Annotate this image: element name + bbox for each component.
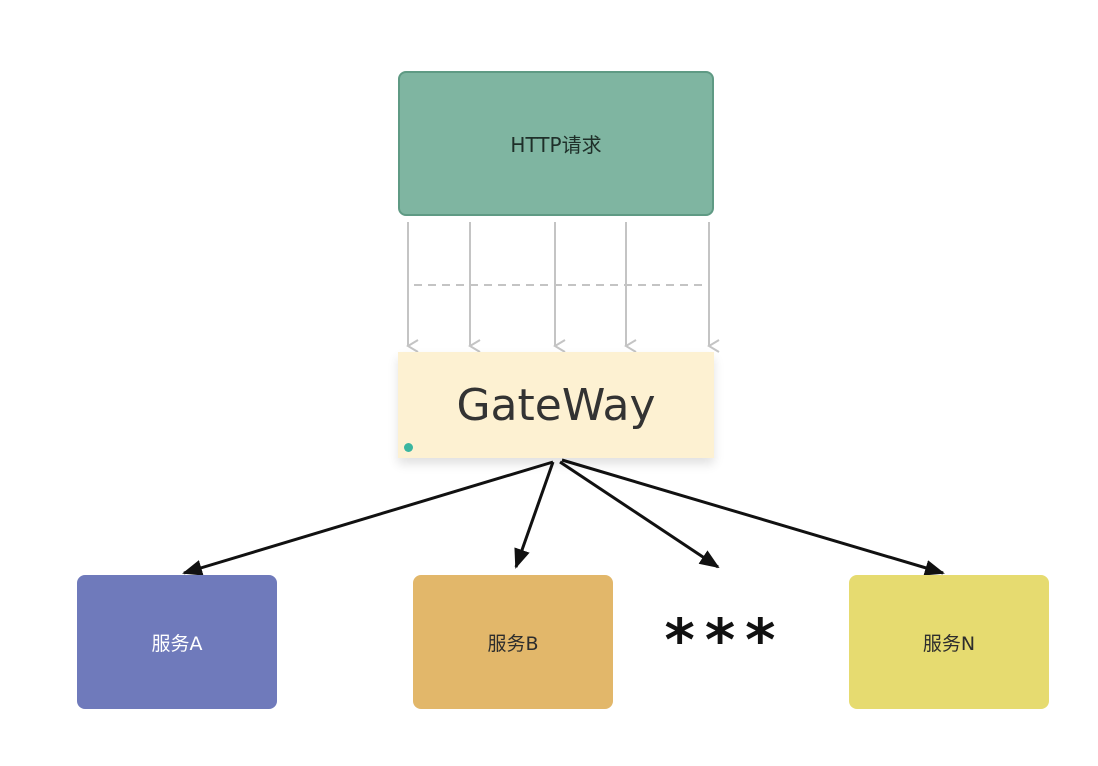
- route-arrow-ellipsis: [559, 460, 720, 569]
- service-a-node: 服务A: [77, 575, 277, 709]
- http-request-label: HTTP请求: [510, 133, 602, 157]
- route-arrow-n: [561, 458, 945, 576]
- service-b-node: 服务B: [413, 575, 613, 709]
- http-request-node: HTTP请求: [398, 71, 714, 216]
- service-b-label: 服务B: [487, 632, 539, 655]
- brand-logo-icon: [404, 443, 413, 452]
- gateway-node: GateWay: [398, 352, 714, 458]
- service-n-label: 服务N: [922, 632, 976, 655]
- service-a-label: 服务A: [151, 632, 203, 655]
- gateway-label: GateWay: [456, 379, 656, 431]
- route-arrow-b: [514, 461, 555, 569]
- watermark: [404, 443, 413, 452]
- service-n-node: 服务N: [849, 575, 1049, 709]
- ellipsis-node: ***: [660, 606, 790, 674]
- route-arrow-a: [182, 460, 554, 576]
- ellipsis-label: ***: [664, 606, 786, 674]
